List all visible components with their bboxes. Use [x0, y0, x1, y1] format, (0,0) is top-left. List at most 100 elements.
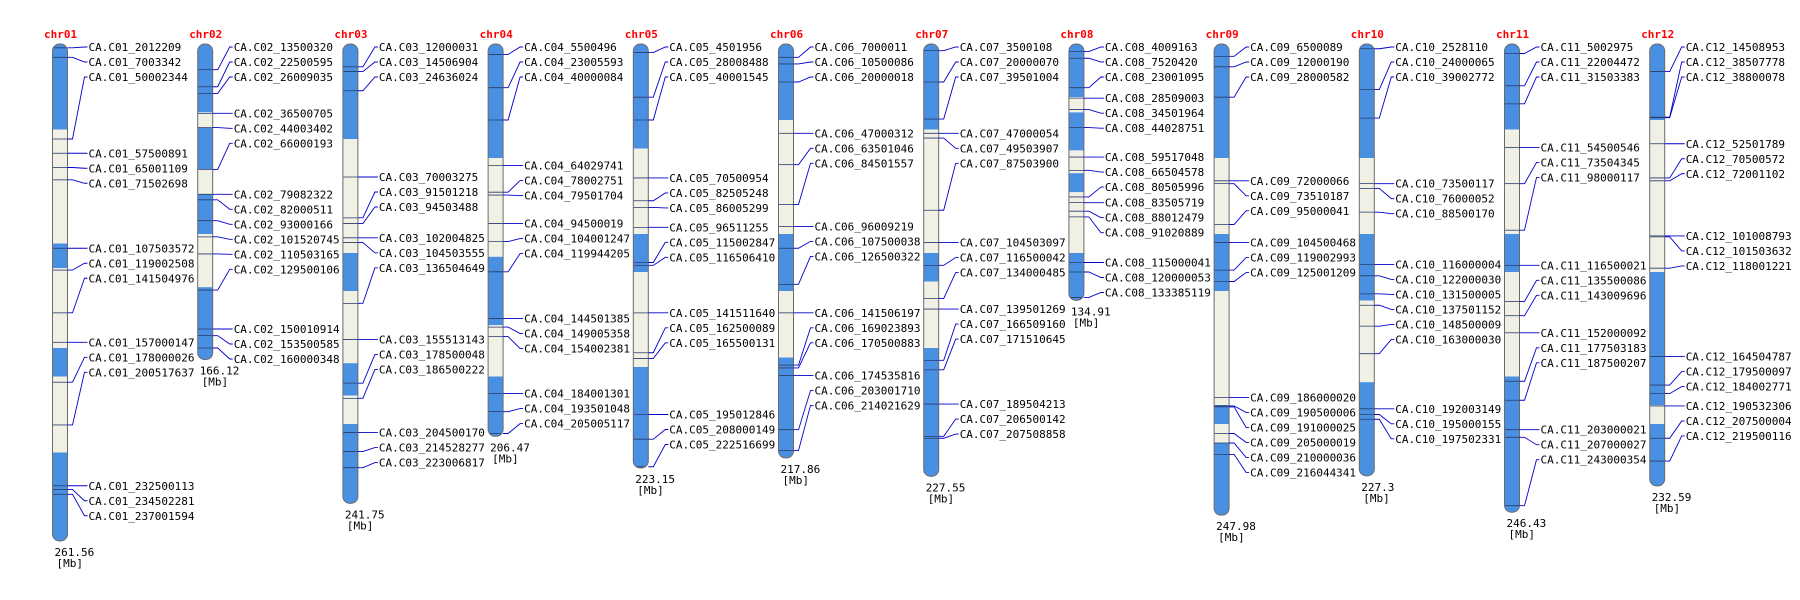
marker-connector: [1664, 46, 1685, 73]
chromosome-outline: [342, 43, 359, 504]
marker-connector: [212, 61, 233, 88]
marker-label: CA.C03_136504649: [379, 262, 485, 275]
marker-label: CA.C03_24636024: [379, 71, 479, 84]
unit-label: [Mb]: [1654, 502, 1681, 515]
band-light: [1068, 150, 1084, 174]
marker-connector: [1519, 162, 1540, 185]
band-dense: [778, 357, 794, 458]
marker-label: CA.C07_39501004: [960, 71, 1060, 84]
marker-label: CA.C12_14508953: [1686, 41, 1785, 54]
chromosome-name: chr12: [1641, 28, 1674, 41]
marker-connector: [793, 327, 814, 366]
marker-label: CA.C04_64029741: [524, 160, 623, 173]
band-dense: [488, 44, 504, 158]
chromosome-length-label: 227.3: [1361, 481, 1394, 494]
band-light: [52, 268, 68, 348]
marker-connector: [67, 371, 88, 426]
marker-connector: [793, 162, 814, 206]
marker-connector: [1374, 275, 1395, 280]
marker-label: CA.C12_38800078: [1686, 71, 1785, 84]
unit-label: [Mb]: [492, 452, 518, 465]
marker-connector: [67, 262, 88, 271]
marker-label: CA.C10_88500170: [1395, 208, 1494, 221]
marker-label: CA.C01_50002344: [89, 71, 189, 84]
band-dense: [1359, 382, 1375, 476]
marker-connector: [503, 46, 524, 55]
marker-label: CA.C05_70500954: [669, 172, 769, 185]
band-group: [1359, 44, 1375, 476]
chromosome-name: chr06: [770, 28, 803, 41]
band-light: [1068, 192, 1084, 219]
marker-connector: [212, 220, 233, 225]
marker-connector: [67, 46, 88, 49]
marker-connector: [357, 206, 378, 225]
band-dense: [488, 256, 504, 326]
marker-label: CA.C08_80505996: [1105, 181, 1204, 194]
marker-label: CA.C02_66000193: [234, 137, 333, 150]
marker-label: CA.C07_20000070: [960, 56, 1059, 69]
marker-label: CA.C06_174535816: [815, 370, 921, 383]
marker-label: CA.C08_28509003: [1105, 92, 1204, 105]
marker-label: CA.C02_22500595: [234, 56, 333, 69]
unit-label: [Mb]: [1363, 492, 1390, 505]
band-dense: [1068, 173, 1084, 193]
marker-label: CA.C07_206500142: [960, 413, 1066, 426]
marker-label: CA.C04_119944205: [524, 248, 630, 261]
marker-connector: [793, 240, 814, 249]
band-light: [1068, 218, 1084, 253]
marker-label: CA.C01_7003342: [89, 56, 182, 69]
marker-label: CA.C07_134000485: [960, 267, 1066, 280]
chromosome-chr07: chr07CA.C07_3500108CA.C07_20000070CA.C07…: [915, 28, 1065, 505]
marker-connector: [648, 46, 669, 53]
marker-connector: [357, 369, 378, 399]
marker-label: CA.C12_72001102: [1686, 168, 1785, 181]
band-group: [1649, 44, 1665, 486]
marker-connector: [938, 76, 959, 120]
marker-label: CA.C02_36500705: [234, 107, 333, 120]
marker-label: CA.C02_44003402: [234, 122, 333, 135]
marker-label: CA.C11_98000117: [1541, 172, 1640, 185]
marker-connector: [793, 61, 814, 65]
marker-label: CA.C08_4009163: [1105, 41, 1198, 54]
band-group: [342, 44, 358, 504]
band-dense: [778, 234, 794, 291]
marker-label: CA.C10_39002772: [1395, 71, 1494, 84]
marker-label: CA.C11_177503183: [1541, 342, 1647, 355]
marker-connector: [1374, 46, 1395, 50]
chromosome-chr08: chr08CA.C08_4009163CA.C08_7520420CA.C08_…: [1060, 28, 1210, 329]
marker-label: CA.C03_12000031: [379, 41, 478, 54]
band-light: [1359, 158, 1375, 234]
chromosome-outline: [197, 43, 214, 361]
band-dense: [197, 287, 213, 360]
marker-label: CA.C12_179500097: [1686, 366, 1792, 379]
marker-connector: [67, 356, 88, 383]
chromosome-name: chr09: [1206, 28, 1239, 41]
marker-connector: [1374, 418, 1395, 440]
band-dense: [342, 253, 358, 291]
marker-label: CA.C01_57500891: [89, 147, 188, 160]
marker-connector: [648, 444, 669, 468]
marker-connector: [938, 137, 959, 149]
marker-label: CA.C08_83505719: [1105, 197, 1204, 210]
chromosome-length-label: 261.56: [55, 546, 95, 559]
band-light: [488, 325, 504, 377]
marker-label: CA.C04_40000084: [524, 71, 624, 84]
marker-label: CA.C09_205000019: [1250, 436, 1356, 449]
marker-label: CA.C04_205005117: [524, 418, 630, 431]
chromosome-outline: [923, 43, 940, 477]
marker-connector: [1229, 433, 1250, 443]
marker-connector: [648, 256, 669, 266]
marker-label: CA.C05_4501956: [669, 41, 762, 54]
marker-label: CA.C04_94500019: [524, 218, 623, 231]
chromosome-outline: [1213, 43, 1230, 516]
marker-label: CA.C02_110503165: [234, 248, 340, 261]
marker-label: CA.C08_66504578: [1105, 166, 1204, 179]
marker-label: CA.C04_23005593: [524, 56, 623, 69]
marker-connector: [1374, 211, 1395, 215]
marker-connector: [648, 342, 669, 359]
marker-connector: [503, 194, 524, 197]
marker-connector: [1664, 265, 1685, 269]
band-dense: [1504, 234, 1520, 272]
marker-label: CA.C11_135500086: [1541, 274, 1647, 287]
band-dense: [1504, 376, 1520, 513]
